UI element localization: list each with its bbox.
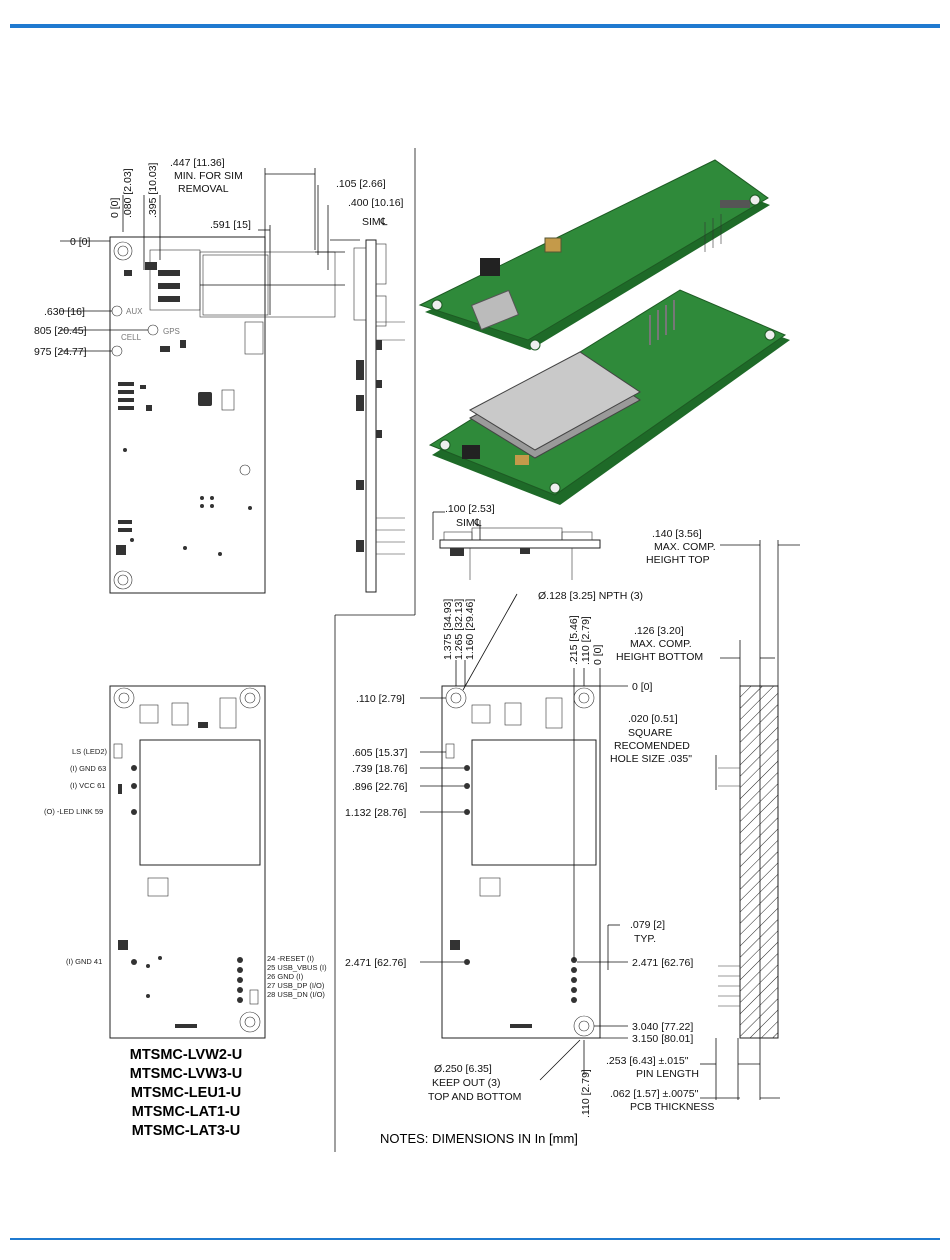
dim-975: 975 [24.77] bbox=[34, 346, 87, 358]
dim-2471-right: 2.471 [62.76] bbox=[632, 957, 693, 969]
label-gnd-41: (I) GND 41 bbox=[66, 957, 102, 966]
top-view-board bbox=[109, 236, 266, 594]
label-ls-led2: LS (LED2) bbox=[72, 747, 108, 756]
dim-395: .395 [10.03] bbox=[147, 162, 159, 218]
label-cell: CELL bbox=[121, 333, 142, 342]
label-aux: AUX bbox=[126, 307, 143, 316]
dim-1160: 1.160 [29.46] bbox=[464, 599, 476, 660]
pcb-cross-section bbox=[739, 685, 779, 1039]
sq-1: .020 [0.51] bbox=[628, 713, 678, 725]
dim-0-h: 0 [0] bbox=[632, 681, 653, 693]
max-top-3: HEIGHT TOP bbox=[646, 554, 710, 566]
dim-630: .630 [16] bbox=[44, 306, 85, 318]
dim-hole-dia: Ø.128 [3.25] NPTH (3) bbox=[538, 590, 643, 602]
label-gps: GPS bbox=[163, 327, 180, 336]
dim-1265: 1.265 [32.13] bbox=[453, 599, 465, 660]
dim-896: .896 [22.76] bbox=[352, 781, 408, 793]
top-view: .447 [11.36] MIN. FOR SIM REMOVAL .105 [… bbox=[34, 157, 404, 594]
keepout-1: Ø.250 [6.35] bbox=[434, 1063, 492, 1075]
dim-3150: 3.150 [80.01] bbox=[632, 1033, 693, 1045]
dim-1132: 1.132 [28.76] bbox=[345, 807, 406, 819]
dim-739: .739 [18.76] bbox=[352, 763, 408, 775]
model-4: MTSMC-LAT1-U bbox=[132, 1104, 240, 1120]
pcb-3d-render-bottom bbox=[428, 289, 790, 505]
dim-400: .400 [10.16] bbox=[348, 197, 404, 209]
dim-591: .591 [15] bbox=[210, 219, 251, 231]
dim-sim-min-note2: REMOVAL bbox=[178, 183, 229, 195]
max-top-2: MAX. COMP. bbox=[654, 541, 716, 553]
side-view-right: .140 [3.56] MAX. COMP. HEIGHT TOP .126 [… bbox=[606, 528, 800, 1113]
dim-080: .080 [2.03] bbox=[122, 168, 134, 218]
label-gnd-63: (I) GND 63 bbox=[70, 764, 106, 773]
bottom-view-left: LS (LED2) (I) GND 63 (I) VCC 61 (O) -LED… bbox=[44, 685, 327, 1039]
pcb-thick-1: .062 [1.57] ±.0075" bbox=[610, 1088, 699, 1100]
dim-sim-cl-top: SIM℄ bbox=[362, 216, 388, 228]
dim-079: .079 [2] bbox=[630, 919, 665, 931]
pin-28: 28 USB_DN (I/O) bbox=[267, 990, 325, 999]
keepout-3: TOP AND BOTTOM bbox=[428, 1091, 521, 1103]
max-bot-1: .126 [3.20] bbox=[634, 625, 684, 637]
footer-rule bbox=[10, 1238, 940, 1240]
model-2: MTSMC-LVW3-U bbox=[130, 1066, 243, 1082]
model-1: MTSMC-LVW2-U bbox=[130, 1047, 243, 1063]
label-vcc-61: (I) VCC 61 bbox=[70, 781, 105, 790]
pin-24: 24 -RESET (I) bbox=[267, 954, 314, 963]
dim-sim-min-note1: MIN. FOR SIM bbox=[174, 170, 243, 182]
dim-805: 805 [20.45] bbox=[34, 325, 87, 337]
dim-100: .100 [2.53] bbox=[445, 503, 495, 515]
max-bot-3: HEIGHT BOTTOM bbox=[616, 651, 703, 663]
sq-2: SQUARE bbox=[628, 727, 672, 739]
dim-105: .105 [2.66] bbox=[336, 178, 386, 190]
sq-3: RECOMENDED bbox=[614, 740, 690, 752]
pin-length-2: PIN LENGTH bbox=[636, 1068, 699, 1080]
header-rule bbox=[10, 24, 940, 28]
sq-4: HOLE SIZE .035" bbox=[610, 753, 692, 765]
dim-sim-min: .447 [11.36] bbox=[170, 157, 225, 169]
dim-0-vertical: 0 [0] bbox=[109, 197, 121, 218]
pin-26: 26 GND (I) bbox=[267, 972, 304, 981]
keepout-2: KEEP OUT (3) bbox=[432, 1077, 500, 1089]
side-view-small: .100 [2.53] SIM℄ bbox=[432, 503, 601, 580]
model-3: MTSMC-LEU1-U bbox=[131, 1085, 241, 1101]
pin-25: 25 USB_VBUS (I) bbox=[267, 963, 327, 972]
notes: NOTES: DIMENSIONS IN In [mm] bbox=[380, 1131, 578, 1146]
label-led-link: (O) -LED LINK 59 bbox=[44, 807, 103, 816]
bottom-view-dimensioned: 1.375 [34.93] 1.265 [32.13] 1.160 [29.46… bbox=[345, 590, 693, 1118]
dim-110-bottom: .110 [2.79] bbox=[580, 1069, 592, 1118]
pin-length-1: .253 [6.43] ±.015" bbox=[606, 1055, 689, 1067]
model-list: MTSMC-LVW2-U MTSMC-LVW3-U MTSMC-LEU1-U M… bbox=[130, 1047, 243, 1139]
dim-2471-left: 2.471 [62.76] bbox=[345, 957, 406, 969]
model-5: MTSMC-LAT3-U bbox=[132, 1123, 240, 1139]
pcb-thick-2: PCB THICKNESS bbox=[630, 1101, 714, 1113]
dim-typ: TYP. bbox=[634, 933, 656, 945]
shield-can bbox=[139, 739, 261, 866]
dim-110-h: .110 [2.79] bbox=[356, 693, 405, 705]
max-bot-2: MAX. COMP. bbox=[630, 638, 692, 650]
dim-sim-cl-small: SIM℄ bbox=[456, 517, 482, 529]
dim-3040: 3.040 [77.22] bbox=[632, 1021, 693, 1033]
dim-0-left: 0 [0] bbox=[70, 236, 91, 248]
dim-215: .215 [5.46] bbox=[568, 615, 580, 665]
dim-605: .605 [15.37] bbox=[352, 747, 408, 759]
dim-0-v: 0 [0] bbox=[592, 644, 604, 665]
dim-110-v: .110 [2.79] bbox=[580, 616, 592, 665]
max-top-1: .140 [3.56] bbox=[652, 528, 702, 540]
dim-1375: 1.375 [34.93] bbox=[442, 599, 454, 660]
side-view-top bbox=[353, 239, 405, 593]
pin-27: 27 USB_DP (I/O) bbox=[267, 981, 325, 990]
pcb-3d-render-top bbox=[418, 159, 770, 351]
